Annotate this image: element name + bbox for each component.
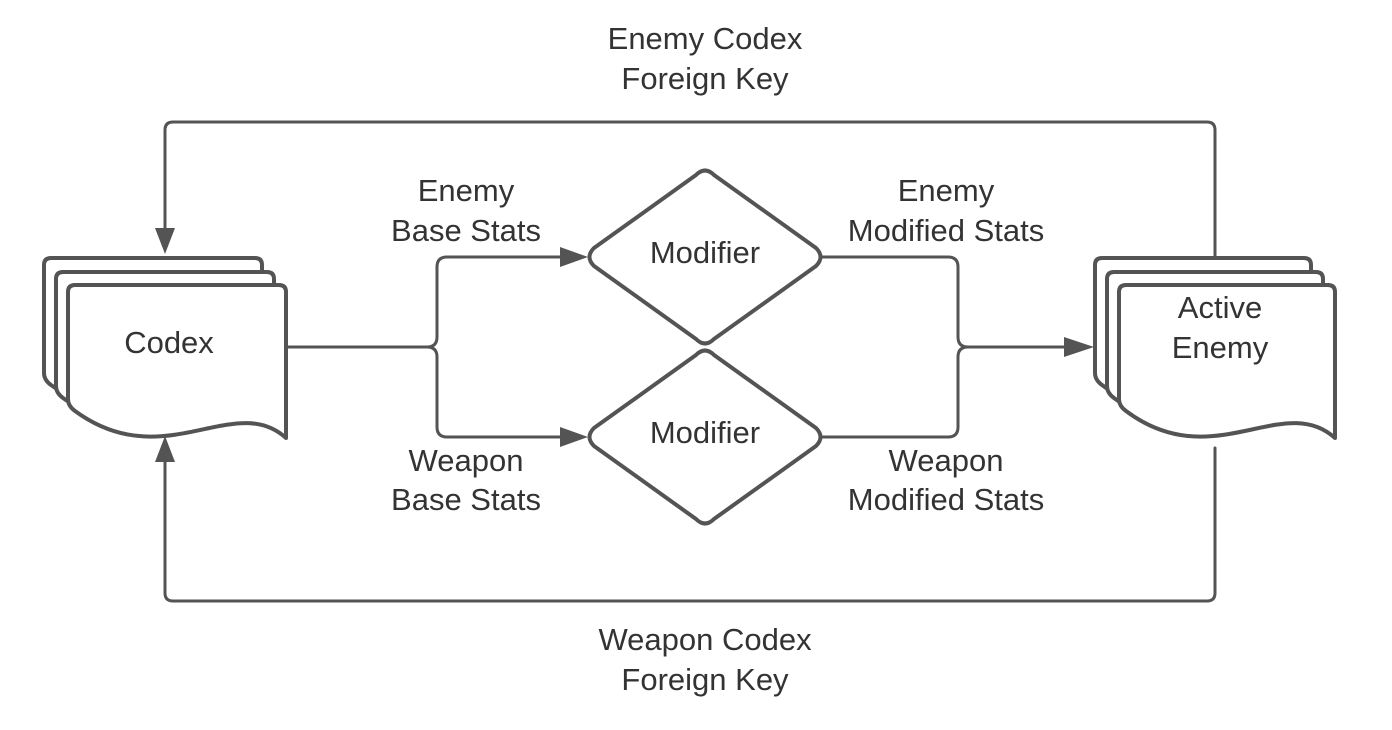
modifier-top-node[interactable]: Modifier [587, 168, 823, 346]
weapon-base-stats-arrowhead [560, 427, 588, 447]
enemy-base-stats-label-line2: Base Stats [391, 213, 541, 248]
modifier-bottom-label: Modifier [650, 415, 760, 450]
weapon-codex-fk-connector [163, 446, 1217, 603]
enemy-modified-stats-connector [820, 255, 1072, 349]
enemy-codex-fk-label-line2: Foreign Key [621, 61, 789, 96]
codex-label: Codex [124, 325, 214, 360]
weapon-base-stats-label-line1: Weapon [409, 443, 524, 478]
enemy-codex-fk-label-line1: Enemy Codex [608, 21, 803, 56]
modifier-top-label: Modifier [650, 235, 760, 270]
weapon-codex-fk-label-line1: Weapon Codex [598, 622, 812, 657]
weapon-codex-fk-label-line2: Foreign Key [621, 662, 789, 697]
codex-outflow-lower-connector [425, 345, 568, 439]
enemy-codex-fk-connector [163, 120, 1217, 260]
active-enemy-label-line2: Enemy [1172, 330, 1269, 365]
codex-node[interactable]: Codex [42, 256, 288, 440]
weapon-modified-stats-connector [820, 345, 970, 439]
enemy-base-stats-label-line1: Enemy [418, 173, 515, 208]
enemy-modified-stats-label-line2: Modified Stats [848, 213, 1044, 248]
active-enemy-label-line1: Active [1178, 290, 1262, 325]
active-enemy-node[interactable]: Active Enemy [1093, 256, 1337, 440]
modifier-bottom-node[interactable]: Modifier [587, 348, 823, 526]
enemy-base-stats-arrowhead [560, 247, 588, 267]
weapon-modified-stats-label-line2: Modified Stats [848, 482, 1044, 517]
enemy-codex-fk-arrowhead [155, 228, 175, 254]
weapon-base-stats-label-line2: Base Stats [391, 482, 541, 517]
weapon-modified-stats-label-line1: Weapon [889, 443, 1004, 478]
weapon-codex-fk-arrowhead [155, 436, 175, 462]
enemy-modified-stats-label-line1: Enemy [898, 173, 995, 208]
codex-outflow-connector [285, 255, 568, 349]
active-enemy-arrowhead [1064, 337, 1094, 357]
